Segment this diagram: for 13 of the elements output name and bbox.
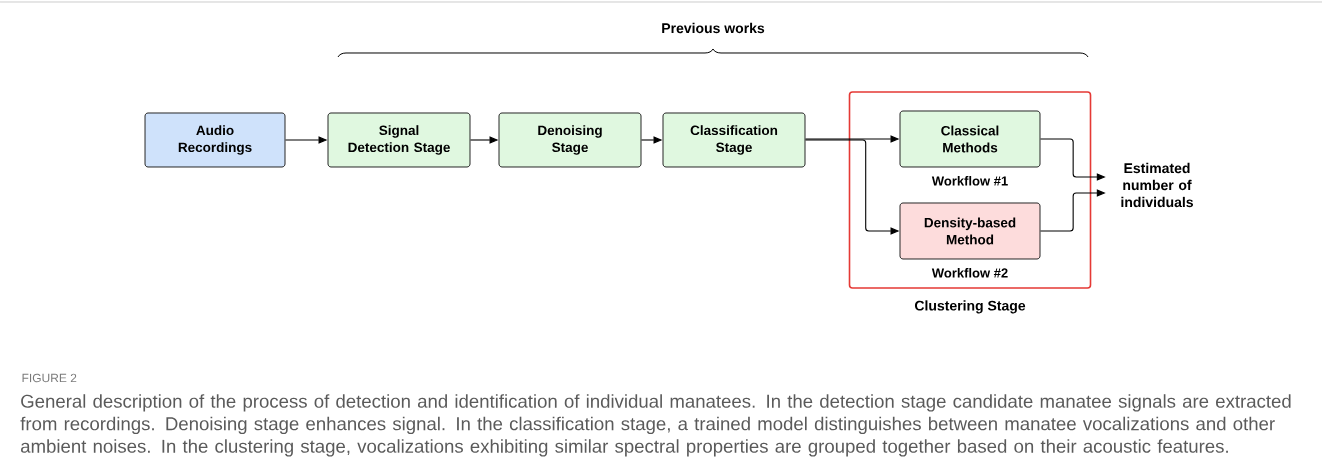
process-box: Density-based Method <box>899 202 1041 260</box>
process-box: Denoising Stage <box>498 112 642 168</box>
process-box: Signal Detection Stage <box>327 112 471 168</box>
result-text: Estimated number of individuals <box>1121 162 1193 208</box>
figure-number: FIGURE 2 <box>22 373 77 383</box>
workflow-label: Workflow #1 <box>931 176 1008 186</box>
process-box: Classification Stage <box>662 112 806 168</box>
process-box: Audio Recordings <box>144 112 286 168</box>
brace-label: Previous works <box>662 22 765 34</box>
workflow-label: Workflow #2 <box>931 268 1008 278</box>
process-box: Classical Methods <box>899 110 1041 168</box>
group-title: Clustering Stage <box>914 300 1026 314</box>
caption: General description of the process of detection and identification of individual manatees. In the detection stage candidate manatee signals are extracted from recordings. Denoising stage enhances signal. In the classification stage, a trained model distinguishes between manatee vocalizations and other ambient noises. In the clustering stage, vocalizations exhibiting similar spectral properties are grouped together based on their acoustic features. <box>20 394 1291 457</box>
